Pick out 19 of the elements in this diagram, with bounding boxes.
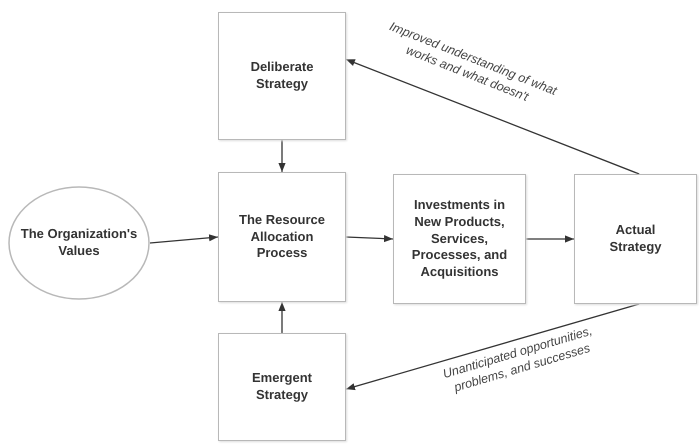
- arrow: [150, 234, 218, 244]
- arrow: [346, 303, 640, 390]
- node-label: Actual Strategy: [608, 222, 663, 256]
- process-box: [218, 333, 346, 441]
- node-label: The Organization's Values: [20, 226, 138, 260]
- process-box: [218, 12, 346, 140]
- arrow: [346, 235, 394, 242]
- node-label: Investments in New Products, Services, Processes, and Acquisitions: [410, 196, 508, 282]
- arrow: [278, 302, 286, 333]
- arrow: [278, 140, 286, 172]
- process-box: [393, 174, 526, 304]
- node-label: The Resource Allocation Process: [238, 212, 326, 262]
- process-box: [574, 174, 697, 304]
- process-box: [218, 172, 346, 302]
- arrow: [346, 58, 640, 175]
- node-label: Deliberate Strategy: [250, 59, 314, 93]
- arrow: [526, 235, 574, 243]
- node-label: Emergent Strategy: [251, 370, 313, 404]
- values-ellipse: [8, 186, 150, 300]
